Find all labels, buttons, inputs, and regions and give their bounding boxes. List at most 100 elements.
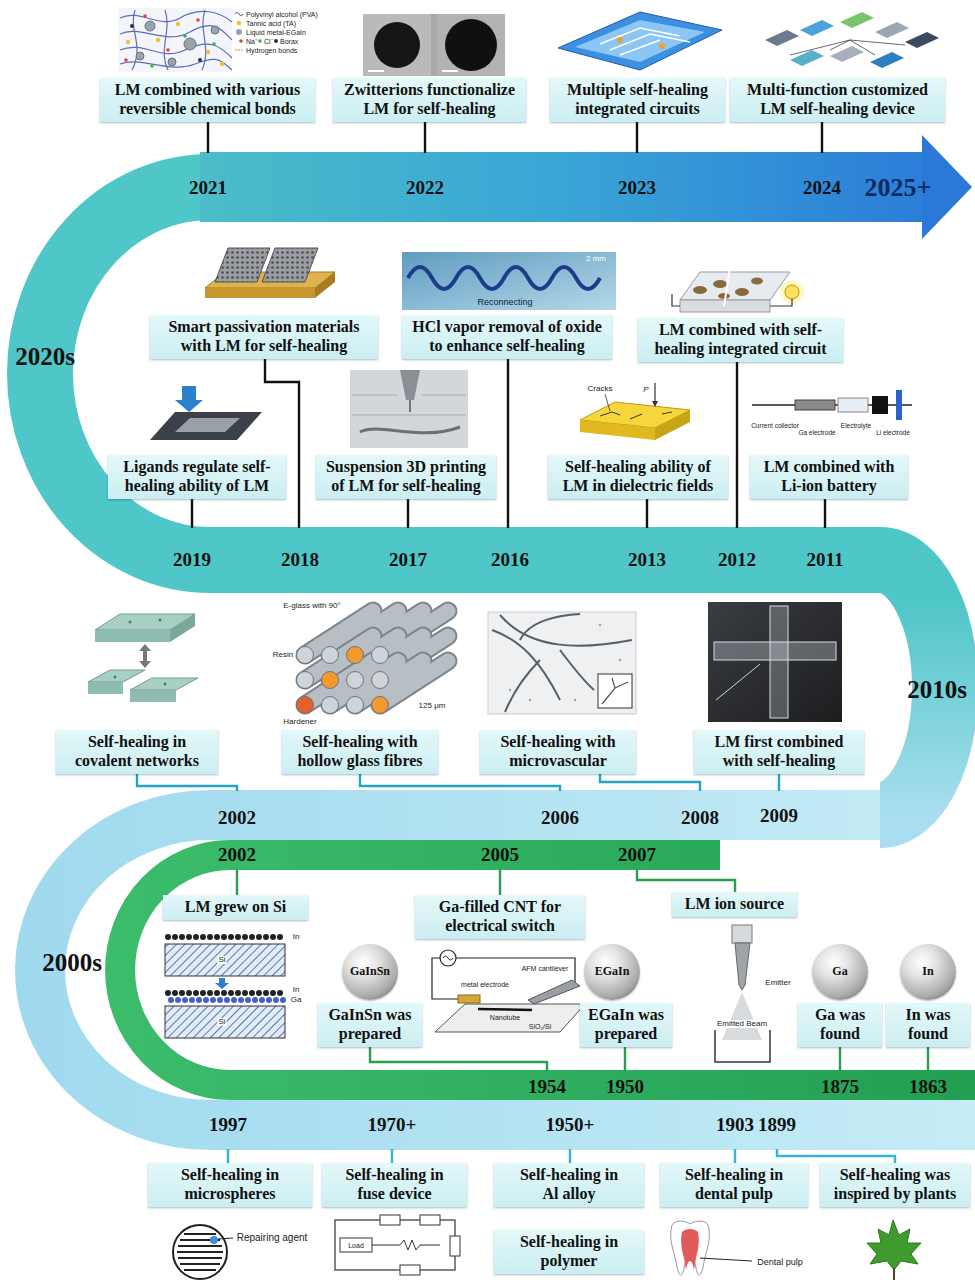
figure-label: Ga <box>291 996 302 1004</box>
covalent-network-figure <box>130 690 176 702</box>
ion-source-figure <box>732 925 752 943</box>
microvascular-figure <box>488 612 636 714</box>
year-label: 1950+ <box>546 1114 595 1136</box>
nanotube-switch-figure <box>435 1004 585 1032</box>
microvascular-figure <box>500 615 632 646</box>
hydrogel-network-figure <box>130 24 202 62</box>
hollow-fibre-figure <box>347 647 364 664</box>
timeline-band <box>40 135 975 1125</box>
event-text: Zwitterions functionalize LM for self-he… <box>338 81 521 119</box>
event-text: Self-healing with microvascular <box>485 733 631 771</box>
event-text: LM first combined with self-healing <box>699 733 859 771</box>
year-label: 2022 <box>406 177 444 199</box>
nanotube-switch-figure <box>443 956 453 960</box>
leader-line <box>646 499 648 528</box>
microsphere-figure <box>178 1257 222 1259</box>
leader-line <box>777 1149 895 1163</box>
ion-source-figure <box>735 943 750 990</box>
figure-label: 125 μm <box>419 702 446 710</box>
year-label: 2008 <box>681 807 719 829</box>
leader-line <box>265 359 299 528</box>
leader-line <box>499 869 501 895</box>
tem-image-figure <box>442 70 458 72</box>
year-label: 2017 <box>389 549 427 571</box>
leader-line <box>391 1149 393 1163</box>
battery-schematic-figure <box>872 396 888 414</box>
event-text: EGaIn was prepared <box>585 1006 667 1044</box>
leader-line <box>137 774 237 791</box>
silicon-growth-figure <box>165 1006 285 1038</box>
event-text: In was found <box>891 1006 965 1044</box>
nanotube-switch-figure <box>528 980 580 1004</box>
figure-label: In <box>293 986 300 994</box>
year-label: 2016 <box>491 549 529 571</box>
hydrogel-network-figure <box>212 42 216 46</box>
year-label: 2019 <box>173 549 211 571</box>
first-lm-healing-photo <box>708 602 842 722</box>
leader-line <box>624 1047 626 1071</box>
figure-label: Repairing agent <box>237 1233 308 1243</box>
hydrogel-network-figure <box>120 10 232 70</box>
hollow-fibre-figure <box>305 611 448 705</box>
year-label: 1903 <box>716 1114 754 1136</box>
figure-label: Cracks <box>588 385 613 393</box>
microvascular-figure <box>619 659 621 661</box>
year-label: 1863 <box>909 1076 947 1098</box>
microvascular-figure <box>509 689 511 691</box>
event-box: GaInSn was prepared <box>318 1003 422 1047</box>
hollow-fibre-figure <box>372 697 389 714</box>
event-box: LM grew on Si <box>163 895 308 920</box>
hydrogel-network-figure <box>235 49 243 50</box>
fuse-circuit-figure <box>380 1215 400 1225</box>
timeline-band <box>200 152 928 222</box>
year-label: 2018 <box>281 549 319 571</box>
hydrogel-network-figure <box>130 24 134 28</box>
figure-label: Ga electrode <box>798 430 835 437</box>
self-healing-circuit-figure <box>672 268 804 312</box>
event-text: Ga was found <box>803 1006 877 1044</box>
year-label: 1997 <box>209 1114 247 1136</box>
battery-schematic-figure <box>795 400 835 410</box>
hollow-fibre-figure <box>347 672 364 689</box>
microsphere-figure <box>177 1251 223 1253</box>
leader-line <box>824 499 826 528</box>
hydrogel-network-figure <box>150 64 154 68</box>
hydrogel-network-figure <box>120 26 232 40</box>
timeline-band <box>40 187 945 815</box>
event-box: Multi-function customized LM self-healin… <box>730 78 945 122</box>
hollow-fibre-figure <box>322 647 339 664</box>
figure-label: SiO₂/Si <box>529 1023 552 1030</box>
year-label: 2002 <box>218 844 256 866</box>
microsphere-figure <box>184 1233 216 1235</box>
hydrogel-network-figure <box>274 39 278 43</box>
self-healing-circuit-figure <box>724 268 730 306</box>
hollow-fibre-figure <box>372 672 389 689</box>
passivation-device-figure <box>315 272 335 298</box>
event-text: Self-healing in fuse device <box>332 1166 457 1204</box>
event-box: Self-healing in covalent networks <box>56 730 218 774</box>
fuse-circuit-figure <box>335 1215 460 1275</box>
figure-label: Nanotube <box>490 1014 520 1021</box>
leader-line <box>839 1047 841 1071</box>
sphere-text: In <box>922 965 933 978</box>
figure-label: metal electrode <box>461 981 509 988</box>
hollow-fibre-figure <box>380 661 448 705</box>
covalent-network-figure <box>88 614 198 702</box>
hydrogel-network-figure <box>196 18 200 22</box>
custom-device-figure <box>840 12 874 28</box>
covalent-network-figure <box>88 670 145 682</box>
leader-line <box>227 1149 229 1163</box>
event-box: Self-healing ability of LM in dielectric… <box>548 455 728 499</box>
event-box: Suspension 3D printing of LM for self-he… <box>316 455 496 499</box>
hydrogel-network-figure <box>118 8 278 72</box>
dielectric-slab-figure <box>600 412 672 419</box>
first-lm-healing-photo <box>708 602 842 722</box>
event-text: LM combined with Li-ion battery <box>755 458 903 496</box>
microvascular-figure <box>492 630 560 700</box>
leader-line <box>424 122 426 153</box>
microvascular-figure <box>560 650 594 690</box>
hydrogel-network-figure <box>164 10 168 70</box>
year-label: 2025+ <box>865 173 932 203</box>
hydrogel-network-figure <box>126 22 224 66</box>
